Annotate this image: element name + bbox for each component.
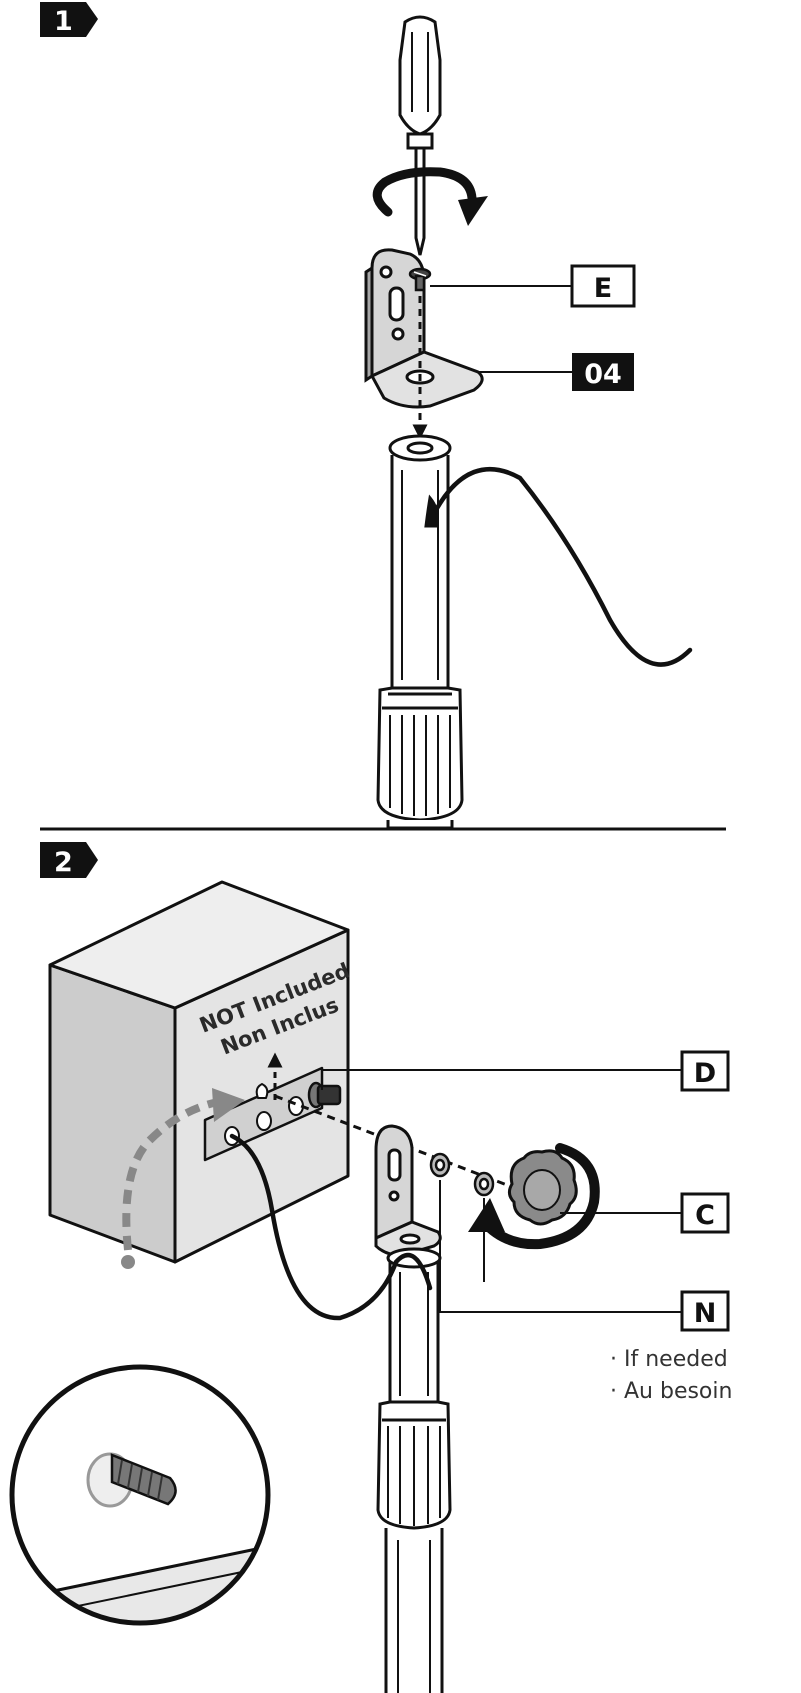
rotate-arrow-icon: [372, 167, 488, 226]
magnifier-detail-icon: [9, 1364, 271, 1626]
washer-icon: [429, 1152, 495, 1197]
svg-text:D: D: [694, 1058, 716, 1089]
wall-box-icon: [48, 880, 350, 1264]
step-1-badge: 1: [40, 2, 98, 37]
svg-text:04: 04: [584, 359, 622, 390]
detail-pointer-arrow: [121, 1088, 245, 1269]
pole-icon: [376, 434, 464, 830]
n-note-line2: · Au besoin: [610, 1379, 732, 1404]
step-2-badge: 2: [40, 842, 98, 878]
knob-rotate-arrow-icon: [468, 1143, 600, 1250]
leader-lines-step2: [321, 1069, 682, 1313]
pole-step2-icon: [376, 1247, 452, 1693]
cable-icon: [433, 467, 693, 667]
part-label-d: D: [680, 1050, 730, 1092]
l-bracket-step2-icon: [374, 1124, 442, 1258]
cable-step2-icon: [229, 1133, 433, 1321]
n-note-line1: · If needed: [610, 1347, 728, 1372]
screw-d-icon: [307, 1081, 342, 1109]
svg-text:N: N: [694, 1298, 717, 1329]
part-label-e: E: [570, 264, 636, 308]
part-label-04: 04: [572, 353, 634, 391]
svg-text:E: E: [594, 273, 612, 304]
knob-icon: [507, 1149, 578, 1226]
step-2-number: 2: [54, 847, 73, 878]
screwdriver-icon: [398, 15, 442, 256]
step-1-number: 1: [54, 6, 73, 37]
part-label-c: C: [680, 1192, 730, 1234]
svg-text:C: C: [695, 1200, 715, 1231]
part-label-n: N: [680, 1290, 730, 1332]
screw-icon: [408, 267, 432, 292]
l-bracket-icon: [364, 248, 484, 409]
